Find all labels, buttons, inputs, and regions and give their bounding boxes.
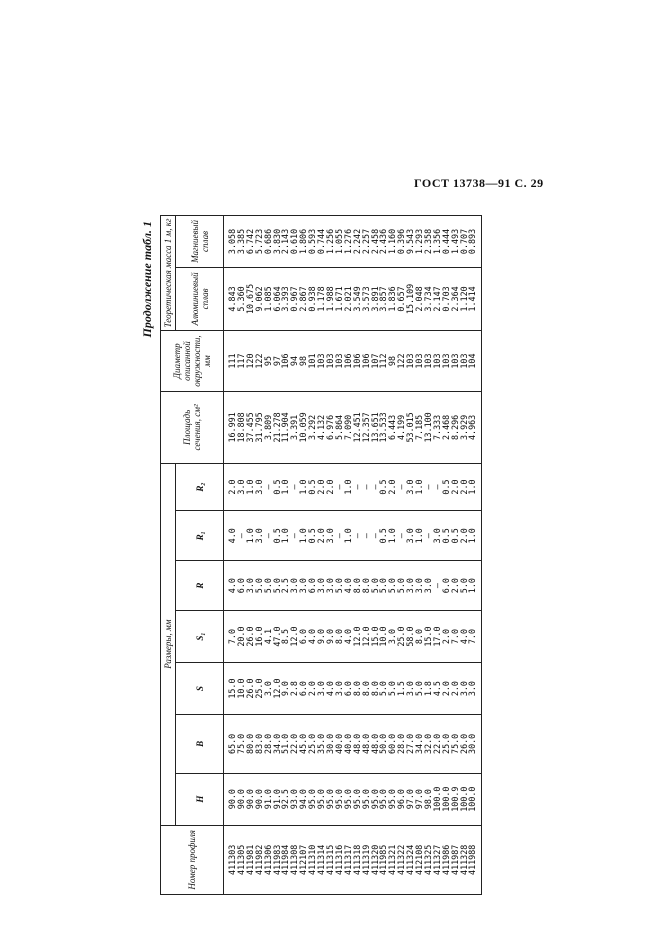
header-mass: Теоретическая масса 1 м, кг — [160, 215, 176, 331]
rotated-table-block: Продолжение табл. 1 Номер профиля Размер… — [140, 215, 560, 895]
continuation-label: Продолжение табл. 1 — [140, 221, 154, 338]
document-code: ГОСТ 13738—91 С. 29 — [414, 176, 544, 190]
header-area: Площадь сечения, см² — [160, 391, 224, 464]
header-R: R — [175, 560, 224, 611]
header-R2: R₂ — [175, 463, 224, 511]
header-number: Номер профиля — [160, 825, 224, 895]
header-B: B — [175, 714, 224, 774]
table-cell: 0.893 — [467, 228, 478, 255]
header-S: S — [175, 662, 224, 715]
table-cell: 1.414 — [467, 286, 478, 312]
table-cell: 100.0 — [467, 786, 478, 812]
table-cell: 7.0 — [467, 629, 478, 645]
header-R1: R₁ — [175, 510, 224, 561]
table-cell: 1.0 — [467, 479, 478, 495]
header-H: H — [175, 773, 224, 826]
table-cell: 1.0 — [467, 578, 478, 594]
header-sizes: Размеры, мм — [160, 463, 176, 826]
table-cell: 1.0 — [467, 528, 478, 544]
table-cell: 411988 — [467, 844, 478, 875]
table-cell: 4.963 — [467, 414, 478, 440]
header-mass-mg: Магниевый сплав — [175, 215, 224, 268]
header-S1: S₁ — [175, 610, 224, 663]
profile-table: Номер профиля Размеры, мм Площадь сечени… — [160, 215, 482, 895]
table-cell: 30.0 — [467, 733, 478, 754]
table-cell: 104 — [467, 353, 478, 369]
header-mass-al: Алюминиевый сплав — [175, 267, 224, 331]
header-diameter: Диаметр описанной окружности, мм — [160, 330, 224, 392]
table-cell: 3.0 — [467, 681, 478, 697]
